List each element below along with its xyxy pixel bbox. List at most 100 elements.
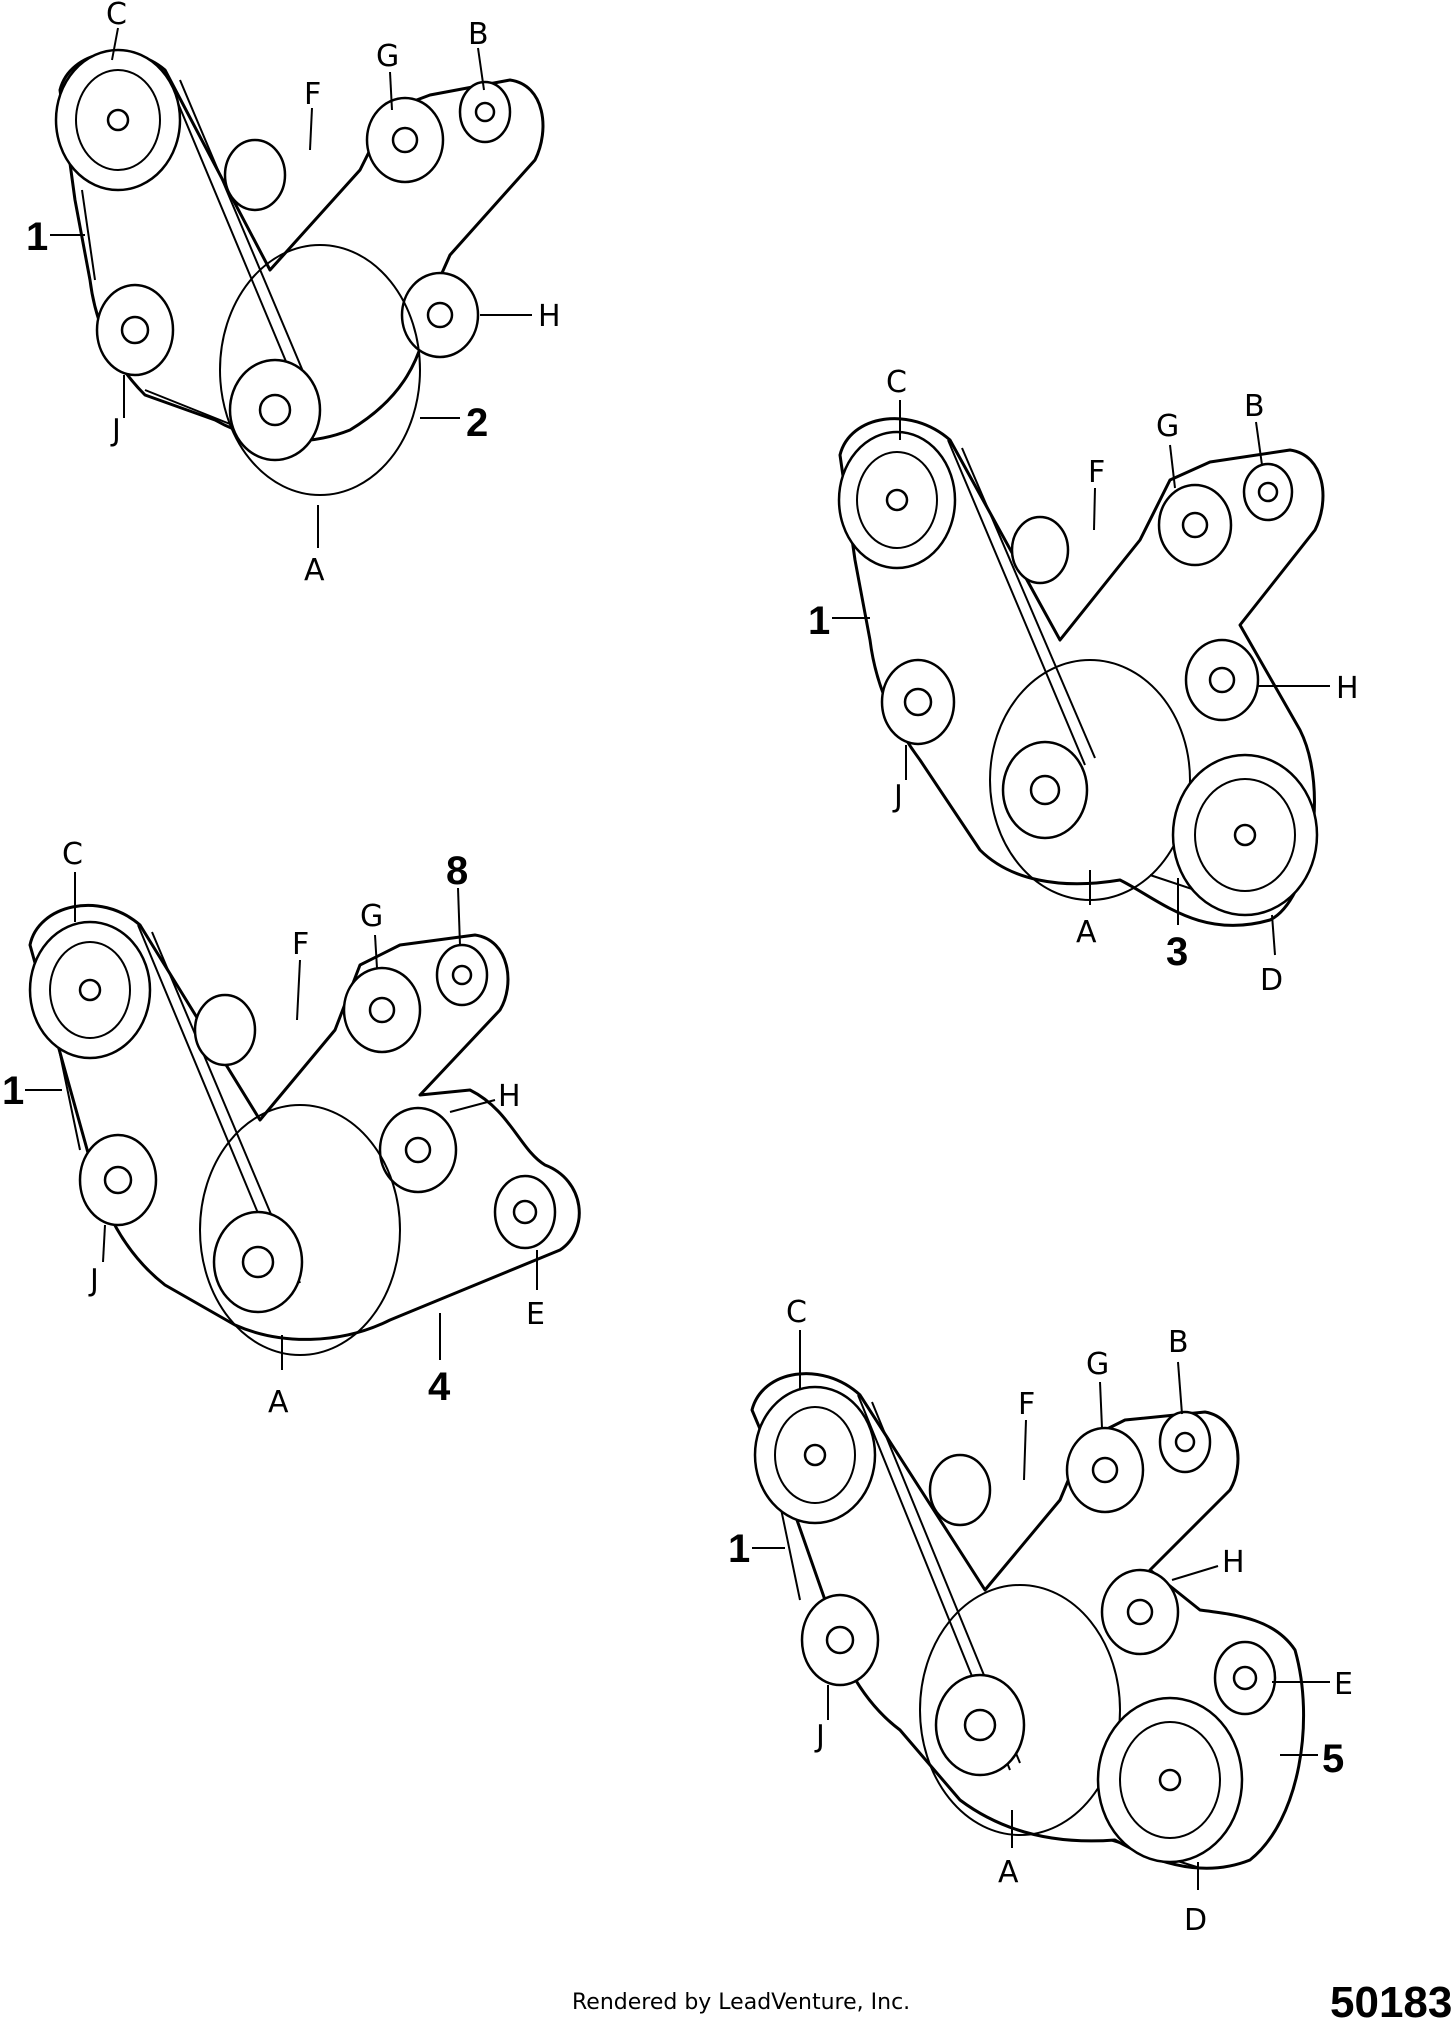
label-g: G (376, 39, 399, 74)
pulley-h-hub (1126, 1598, 1154, 1626)
belt-strand (164, 71, 301, 396)
pulley-g-hub (368, 996, 396, 1024)
leader-line (1169, 444, 1176, 489)
leader-line (111, 27, 119, 61)
pulley-a-outer (919, 1584, 1121, 1836)
figure-number: 50183 (1330, 1978, 1452, 2027)
label-b: B (1244, 389, 1265, 424)
pulley-a-hub (1029, 774, 1061, 806)
leader-line (449, 1099, 496, 1113)
pulley-d-hub (1233, 823, 1257, 847)
label-h: H (498, 1079, 521, 1114)
label-a: A (268, 1385, 289, 1420)
label-j: J (88, 1263, 99, 1298)
leader-line (1255, 421, 1263, 466)
pulley-c-hub (106, 108, 130, 132)
pulley-f (193, 993, 257, 1067)
belt-diagram-1: C B G F H J A 1 2 (26, 0, 561, 588)
belt-outline (838, 417, 1325, 927)
pulley-c-inner (774, 1406, 856, 1504)
label-h: H (1336, 671, 1359, 706)
leader-line (389, 71, 393, 111)
pulley-a-hub (963, 1708, 997, 1742)
belt-strand (179, 79, 311, 389)
label-f: F (1088, 455, 1105, 490)
pulley-c-inner (75, 69, 161, 171)
belt-diagram-3: C 8 G F H E J A 4 1 (2, 837, 581, 1420)
label-b: B (468, 17, 489, 52)
belt-outline (28, 903, 581, 1341)
callout-belt-1: 1 (728, 1527, 750, 1571)
footer-credit: Rendered by LeadVenture, Inc. (572, 1990, 911, 2015)
pulley-d-inner (1119, 1721, 1221, 1839)
pulley-g-hub (1181, 511, 1209, 539)
callout-belt-5: 5 (1322, 1737, 1344, 1781)
pulley-c-hub (803, 1443, 827, 1467)
label-f: F (1018, 1387, 1035, 1422)
pulley-b-hub (1174, 1431, 1196, 1453)
pulley-d-inner (1194, 778, 1296, 892)
pulley-c-hub (78, 978, 102, 1002)
pulley-g-hub (1091, 1456, 1119, 1484)
pulley-g-hub (391, 126, 419, 154)
pulley-j-hub (903, 687, 933, 717)
label-j: J (814, 1719, 825, 1754)
label-d: D (1260, 963, 1283, 998)
label-d: D (1184, 1903, 1207, 1938)
label-e: E (1334, 1667, 1353, 1702)
pulley-f (928, 1453, 992, 1527)
label-h: H (538, 299, 561, 334)
belt-strand (961, 447, 1096, 759)
label-j: J (892, 779, 903, 814)
leader-line (309, 107, 313, 151)
label-a: A (998, 1855, 1019, 1890)
pulley-c-hub (885, 488, 909, 512)
label-a: A (1076, 915, 1097, 950)
label-g: G (1156, 409, 1179, 444)
pulley-h-hub (426, 301, 454, 329)
label-c: C (886, 365, 907, 400)
label-c: C (106, 0, 127, 32)
label-g: G (360, 899, 383, 934)
label-f: F (292, 927, 309, 962)
label-c: C (62, 837, 83, 872)
callout-belt-1: 1 (26, 215, 48, 259)
pulley-c-inner (49, 941, 131, 1039)
pulley-f (1010, 515, 1070, 585)
belt-diagram-4: C B G F H E J A D 5 1 (728, 1295, 1353, 1938)
pulley-e-hub (1232, 1665, 1258, 1691)
pulley-j-hub (825, 1625, 855, 1655)
belt-outline (750, 1372, 1305, 1870)
leader-line (374, 934, 378, 969)
callout-belt-3: 3 (1166, 930, 1188, 974)
leader-line (1023, 1419, 1027, 1481)
pulley-f (223, 138, 287, 212)
belt-strand (144, 389, 246, 431)
pulley-j-hub (103, 1165, 133, 1195)
label-g: G (1086, 1347, 1109, 1382)
belt-diagram-2: C B G F H J A D 1 3 (808, 365, 1359, 998)
leader-line (477, 47, 485, 91)
callout-belt-2: 2 (466, 401, 488, 445)
pulley-e-hub (512, 1199, 538, 1225)
pulley-b-hub (474, 101, 496, 123)
label-e: E (526, 1297, 545, 1332)
belt-strand (81, 189, 96, 281)
label-j: J (110, 413, 121, 448)
pulley-j-hub (120, 315, 150, 345)
pulley-d-hub (1158, 1768, 1182, 1792)
callout-belt-4: 4 (428, 1365, 451, 1409)
leader-line (1271, 914, 1276, 956)
leader-line (1177, 1361, 1183, 1415)
callout-belt-1: 1 (808, 599, 830, 643)
callout-belt-1: 1 (2, 1069, 24, 1113)
leader-line (1099, 1381, 1103, 1429)
leader-line (1171, 1565, 1219, 1581)
pulley-h-hub (1208, 666, 1236, 694)
label-h: H (1222, 1545, 1245, 1580)
belt-outline (58, 51, 545, 443)
pulley-c-inner (856, 451, 938, 549)
label-b: B (1168, 1325, 1189, 1360)
leader-line (457, 887, 461, 946)
